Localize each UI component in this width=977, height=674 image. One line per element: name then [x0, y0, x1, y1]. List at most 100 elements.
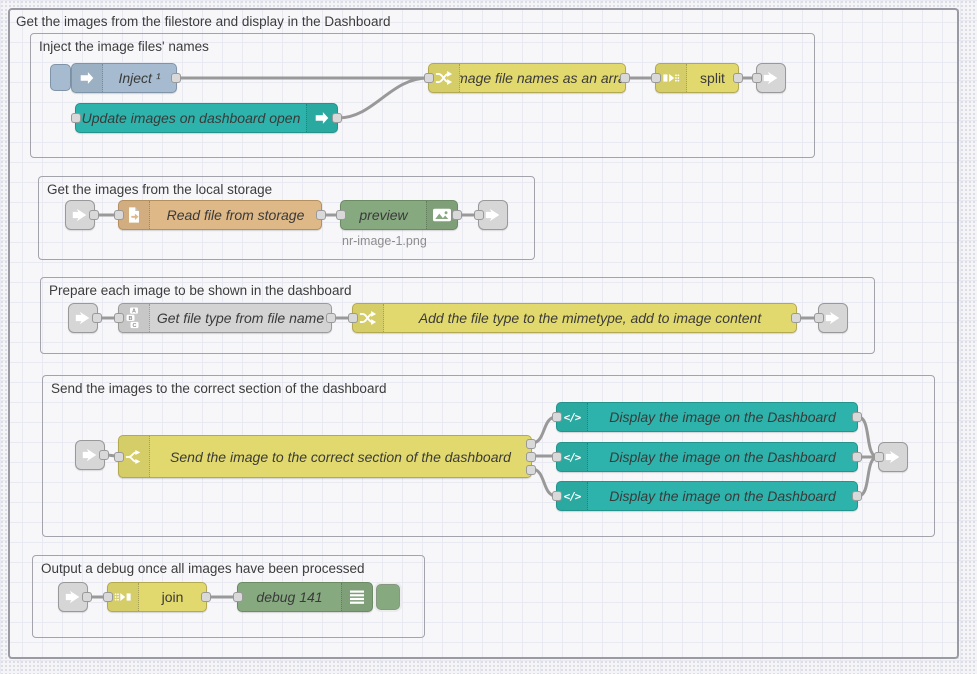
file-icon — [119, 201, 150, 229]
group-prepare[interactable]: Prepare each image to be shown in the da… — [40, 277, 875, 354]
input-port[interactable] — [336, 210, 346, 220]
shuffle-icon — [429, 64, 460, 92]
link-in-icon — [75, 311, 90, 325]
output-port[interactable] — [201, 592, 211, 602]
group-inject[interactable]: Inject the image files' names — [30, 33, 815, 158]
group-storage[interactable]: Get the images from the local storage — [38, 176, 535, 260]
input-port[interactable] — [71, 113, 81, 123]
debug-toggle-button[interactable] — [376, 584, 400, 610]
node-status-text: nr-image-1.png — [342, 234, 427, 248]
input-port[interactable] — [424, 73, 434, 83]
input-port[interactable] — [874, 452, 884, 462]
node-debug[interactable]: debug 141 — [233, 582, 373, 612]
node-link-out-send[interactable] — [874, 442, 908, 472]
node-link-out-prepare[interactable] — [814, 303, 848, 333]
output-port[interactable] — [92, 313, 102, 323]
node-join[interactable]: join — [103, 582, 211, 612]
node-link-in-storage[interactable] — [65, 200, 99, 230]
node-label: Image file names as an array — [460, 70, 625, 86]
node-label: Update images on dashboard open — [81, 110, 301, 126]
abc-icon: A B C — [119, 304, 150, 332]
input-port[interactable] — [552, 491, 562, 501]
node-split[interactable]: split — [651, 63, 743, 93]
input-port[interactable] — [552, 412, 562, 422]
svg-text:C: C — [133, 323, 137, 329]
node-ui-template-display-1[interactable]: </> Display the image on the Dashboard — [552, 402, 862, 432]
shuffle-icon — [353, 304, 384, 332]
output-port[interactable] — [733, 73, 743, 83]
node-label: Add the file type to the mimetype, add t… — [418, 310, 762, 326]
link-in-icon — [82, 448, 97, 462]
input-port[interactable] — [348, 313, 358, 323]
link-out-icon — [825, 311, 840, 325]
output-port[interactable] — [82, 592, 92, 602]
node-label: Display the image on the Dashboard — [609, 488, 836, 504]
node-link-in-output[interactable] — [58, 582, 92, 612]
input-port[interactable] — [814, 313, 824, 323]
node-ui-control-update-images[interactable]: Update images on dashboard open — [71, 103, 342, 133]
output-port[interactable] — [99, 450, 109, 460]
input-port[interactable] — [114, 210, 124, 220]
output-port[interactable] — [89, 210, 99, 220]
input-port[interactable] — [233, 592, 243, 602]
node-switch-send-image[interactable]: Send the image to the correct section of… — [114, 435, 536, 478]
node-file-in-read-file[interactable]: Read file from storage — [114, 200, 326, 230]
join-icon — [108, 583, 139, 611]
group-send[interactable]: Send the images to the correct section o… — [42, 375, 935, 537]
image-icon — [426, 201, 457, 229]
output-port[interactable] — [316, 210, 326, 220]
output-port[interactable] — [171, 73, 181, 83]
output-port[interactable] — [326, 313, 336, 323]
group-label: Inject the image files' names — [39, 39, 209, 54]
svg-text:B: B — [129, 316, 133, 322]
node-link-out-storage[interactable] — [474, 200, 508, 230]
output-port[interactable] — [852, 491, 862, 501]
link-in-icon — [65, 590, 80, 604]
group-output[interactable]: Output a debug once all images have been… — [32, 555, 425, 638]
input-port[interactable] — [114, 313, 124, 323]
node-image-preview[interactable]: preview — [336, 200, 462, 230]
svg-text:A: A — [132, 309, 136, 315]
output-port-1[interactable] — [526, 439, 536, 449]
debug-list-icon — [341, 583, 372, 611]
output-port[interactable] — [332, 113, 342, 123]
output-port[interactable] — [620, 73, 630, 83]
output-port[interactable] — [852, 452, 862, 462]
output-port[interactable] — [791, 313, 801, 323]
input-port[interactable] — [552, 452, 562, 462]
node-label: preview — [359, 207, 408, 223]
node-link-in-send[interactable] — [75, 440, 109, 470]
output-port-2[interactable] — [526, 452, 536, 462]
node-change-add-mimetype[interactable]: Add the file type to the mimetype, add t… — [348, 303, 801, 333]
node-label: Get file type from file name — [156, 310, 325, 326]
node-ui-template-display-2[interactable]: </> Display the image on the Dashboard — [552, 442, 862, 472]
input-port[interactable] — [474, 210, 484, 220]
node-label: Display the image on the Dashboard — [609, 449, 836, 465]
output-port-3[interactable] — [526, 465, 536, 475]
inject-trigger-button[interactable] — [50, 64, 71, 91]
node-ui-template-display-3[interactable]: </> Display the image on the Dashboard — [552, 481, 862, 511]
group-label: Get the images from the local storage — [47, 182, 273, 197]
input-port[interactable] — [651, 73, 661, 83]
node-link-out-inject[interactable] — [752, 63, 786, 93]
node-inject[interactable]: Inject ¹ — [71, 63, 181, 93]
node-link-in-prepare[interactable] — [68, 303, 102, 333]
output-port[interactable] — [852, 412, 862, 422]
node-label: debug 141 — [256, 589, 323, 605]
input-port[interactable] — [752, 73, 762, 83]
input-port[interactable] — [114, 451, 124, 462]
split-icon — [656, 64, 687, 92]
group-label: Send the images to the correct section o… — [51, 381, 387, 396]
output-port[interactable] — [452, 210, 462, 220]
switch-fork-icon — [119, 436, 150, 477]
node-label: Display the image on the Dashboard — [609, 409, 836, 425]
node-label: join — [161, 589, 184, 605]
node-label: Send the image to the correct section of… — [170, 448, 511, 465]
group-label: Get the images from the filestore and di… — [16, 14, 391, 29]
input-port[interactable] — [103, 592, 113, 602]
node-get-file-type[interactable]: A B C Get file type from file name — [114, 303, 336, 333]
node-change-image-file-names[interactable]: Image file names as an array — [424, 63, 630, 93]
link-out-icon — [885, 450, 900, 464]
group-label: Output a debug once all images have been… — [41, 561, 365, 576]
